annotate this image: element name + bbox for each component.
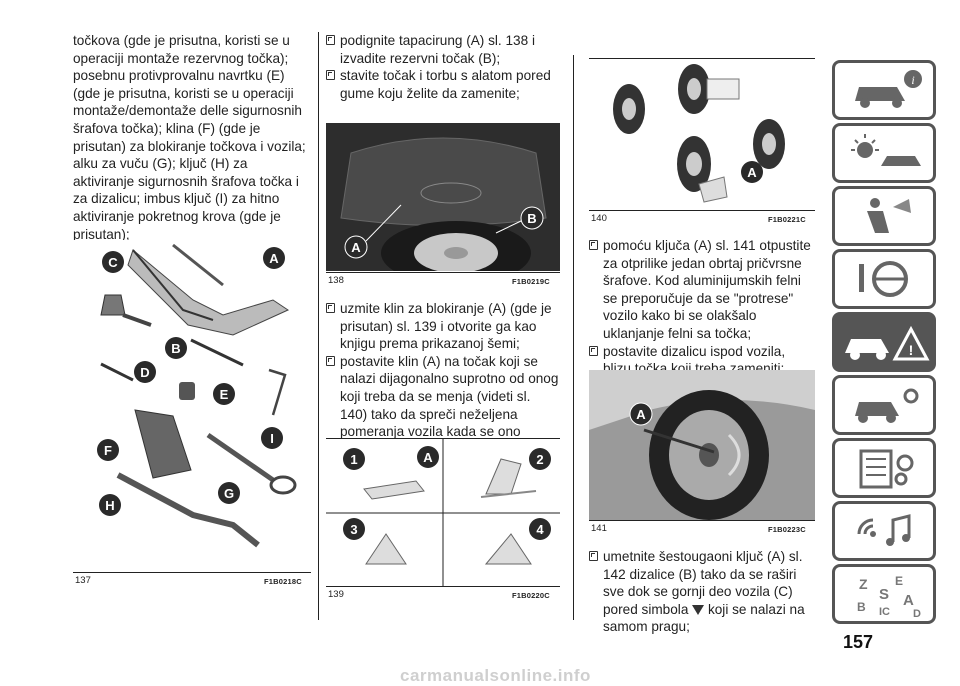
safety-airbag-icon	[867, 198, 911, 233]
col2-bullet-1: podignite tapacirung (A) sl. 138 i izvad…	[326, 32, 560, 67]
spare-wheel-trunk-photo: A B	[326, 123, 560, 285]
maintenance-icon	[855, 388, 919, 423]
watermark: carmanualsonline.info	[400, 666, 591, 685]
warning-lights-icon	[851, 134, 921, 166]
svg-text:B: B	[857, 600, 866, 614]
svg-text:!: !	[909, 342, 914, 358]
col2-bullet-3: uzmite klin za blokiranje (A) (gde je pr…	[326, 300, 560, 353]
column-divider-2	[573, 55, 574, 620]
figure-140-number: 140	[591, 213, 607, 224]
tab-safety[interactable]	[832, 186, 936, 246]
column-2: podignite tapacirung (A) sl. 138 i izvad…	[326, 32, 560, 102]
bullet-marker	[326, 303, 335, 313]
label-E: E	[220, 387, 229, 402]
label-B: B	[527, 211, 536, 226]
emergency-icon: !	[845, 325, 930, 361]
steering-controls-icon	[859, 261, 908, 297]
bullet-marker	[589, 240, 598, 250]
label-I: I	[270, 431, 274, 446]
figure-137: C A B D E F I G H	[73, 240, 311, 570]
figure-139-rule	[326, 586, 560, 587]
col2-bullet-1-text: podignite tapacirung (A) sl. 138 i izvad…	[340, 33, 535, 66]
bullet-marker	[326, 70, 335, 81]
col3-bullet-1-text: pomoću ključa (A) sl. 141 otpustite za o…	[603, 238, 811, 341]
label-G: G	[224, 486, 234, 501]
figure-138: A B	[326, 123, 560, 285]
page-number: 157	[843, 632, 874, 652]
figure-138-rule	[326, 272, 560, 273]
wedge-placement-diagram: A	[613, 64, 785, 203]
column-3b: umetnite šestougaoni ključ (A) sl. 142 d…	[589, 548, 815, 636]
label-A: A	[351, 240, 361, 255]
svg-text:i: i	[911, 73, 914, 87]
figure-140: A	[589, 58, 815, 211]
label-A: A	[423, 450, 433, 465]
label-3: 3	[350, 522, 357, 537]
index-icon: Z ESB A IC D	[857, 574, 921, 620]
label-D: D	[140, 365, 149, 380]
figure-137-rule	[73, 572, 311, 573]
col2-bullet-2-text: stavite točak i torbu s alatom pored gum…	[340, 68, 551, 101]
col3-bullet-3: umetnite šestougaoni ključ (A) sl. 142 d…	[589, 548, 815, 636]
bullet-marker	[326, 35, 335, 45]
svg-text:A: A	[903, 592, 914, 609]
col2-bullet-2: stavite točak i torbu s alatom pored gum…	[326, 67, 560, 102]
wedge-unfold-diagram: 1 A 2 3 4	[326, 439, 560, 587]
svg-text:D: D	[913, 608, 921, 620]
svg-text:Z: Z	[859, 576, 868, 592]
label-A: A	[747, 165, 757, 180]
figure-141-number: 141	[591, 523, 607, 534]
col1-paragraph: točkova (gde je prisutna, koristi se u o…	[73, 33, 306, 242]
loosening-bolts-photo: A	[589, 370, 815, 520]
multimedia-icon	[857, 514, 911, 546]
column-2b: uzmite klin za blokiranje (A) (gde je pr…	[326, 300, 560, 458]
svg-text:IC: IC	[879, 606, 890, 618]
col3-bullet-3-text: umetnite šestougaoni ključ (A) sl. 142 d…	[603, 549, 805, 635]
figure-141: A	[589, 370, 815, 520]
jack-point-symbol-icon	[692, 605, 705, 616]
label-1: 1	[350, 452, 357, 467]
figure-139-number: 139	[328, 589, 344, 600]
col2-bullet-3-text: uzmite klin za blokiranje (A) (gde je pr…	[340, 301, 552, 352]
label-C: C	[108, 255, 118, 270]
figure-141-code: F1B0223C	[768, 525, 806, 534]
label-4: 4	[536, 522, 544, 537]
figure-141-rule	[589, 520, 815, 521]
figure-138-code: F1B0219C	[512, 277, 550, 286]
svg-text:E: E	[895, 574, 903, 588]
col3-bullet-1: pomoću ključa (A) sl. 141 otpustite za o…	[589, 237, 815, 343]
label-F: F	[104, 443, 112, 458]
bullet-marker	[589, 345, 598, 356]
column-1: točkova (gde je prisutna, koristi se u o…	[73, 32, 311, 243]
label-2: 2	[536, 452, 543, 467]
figure-140-code: F1B0221C	[768, 215, 806, 224]
figure-137-number: 137	[75, 575, 91, 586]
figure-137-labels: C A B D E F I G H	[97, 247, 285, 516]
tab-maintenance[interactable]	[832, 375, 936, 435]
figure-138-number: 138	[328, 275, 344, 286]
tab-car-info[interactable]: i	[832, 60, 936, 120]
column-3: pomoću ključa (A) sl. 141 otpustite za o…	[589, 237, 815, 378]
tab-warning-lights[interactable]	[832, 123, 936, 183]
tab-technical-data[interactable]	[832, 438, 936, 498]
figure-137-code: F1B0218C	[264, 577, 302, 586]
tab-steering[interactable]	[832, 249, 936, 309]
label-A: A	[269, 251, 279, 266]
svg-text:S: S	[879, 586, 889, 603]
column-divider-1	[318, 32, 319, 620]
figure-139-code: F1B0220C	[512, 591, 550, 600]
label-H: H	[105, 498, 114, 513]
tab-multimedia[interactable]	[832, 501, 936, 561]
figure-140-rule	[589, 210, 815, 211]
technical-data-icon	[859, 449, 914, 489]
car-info-icon: i	[855, 70, 922, 108]
jack-tools-illustration: C A B D E F I G H	[97, 243, 297, 548]
tab-emergency[interactable]: !	[832, 312, 936, 372]
label-A: A	[636, 407, 646, 422]
bullet-marker	[589, 551, 598, 561]
label-B: B	[171, 341, 180, 356]
figure-139: 1 A 2 3 4	[326, 438, 560, 587]
bullet-marker	[326, 355, 335, 366]
